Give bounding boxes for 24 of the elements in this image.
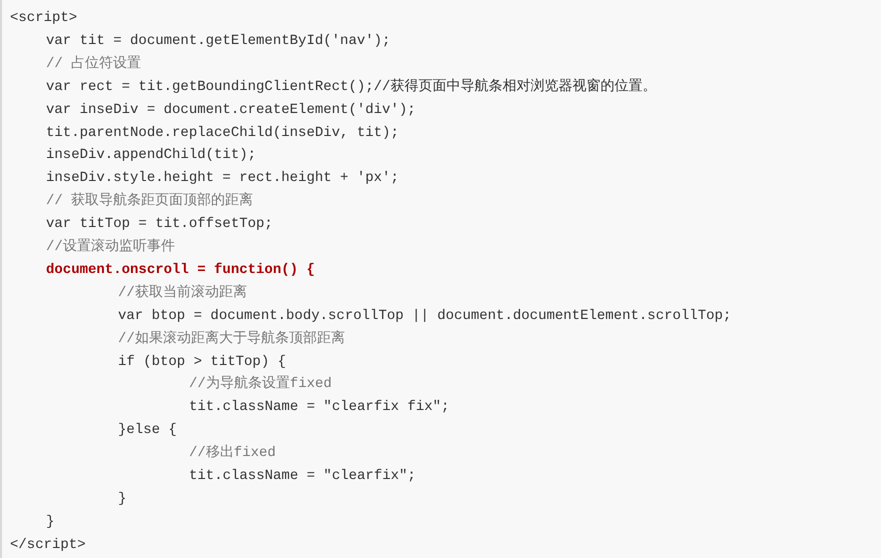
code-line: var rect = tit.getBoundingClientRect();//获得页面中导航条相对浏览器视窗的位置。 <box>46 77 656 97</box>
code-line: if (btop > titTop) { <box>118 352 286 372</box>
code-comment: //如果滚动距离大于导航条顶部距离 <box>118 329 345 349</box>
code-comment: // 占位符设置 <box>46 54 142 74</box>
code-line: } <box>46 512 54 532</box>
code-line: } <box>118 490 126 509</box>
code-comment: //获取当前滚动距离 <box>118 283 247 303</box>
code-line: }else { <box>118 421 177 440</box>
code-line: tit.className = "clearfix fix"; <box>189 398 450 418</box>
code-line: </script> <box>10 536 86 555</box>
code-comment: //为导航条设置fixed <box>189 374 332 394</box>
code-comment: //设置滚动监听事件 <box>46 237 175 257</box>
code-line: tit.className = "clearfix"; <box>189 467 416 486</box>
code-line: <script> <box>10 9 78 28</box>
code-line: var titTop = tit.offsetTop; <box>46 215 273 234</box>
code-line: inseDiv.style.height = rect.height + 'px'; <box>46 169 399 188</box>
code-comment: // 获取导航条距页面顶部的距离 <box>46 191 254 212</box>
code-line: document.onscroll = function() { <box>46 260 315 280</box>
code-line: var tit = document.getElementById('nav'); <box>46 32 390 51</box>
code-line: tit.parentNode.replaceChild(inseDiv, tit); <box>46 124 399 142</box>
code-line: var inseDiv = document.createElement('div'); <box>46 100 416 120</box>
code-line: inseDiv.appendChild(tit); <box>46 146 256 166</box>
code-comment: //移出fixed <box>189 444 276 464</box>
code-line: var btop = document.body.scrollTop || document.documentElement.scrollTop; <box>118 306 732 326</box>
